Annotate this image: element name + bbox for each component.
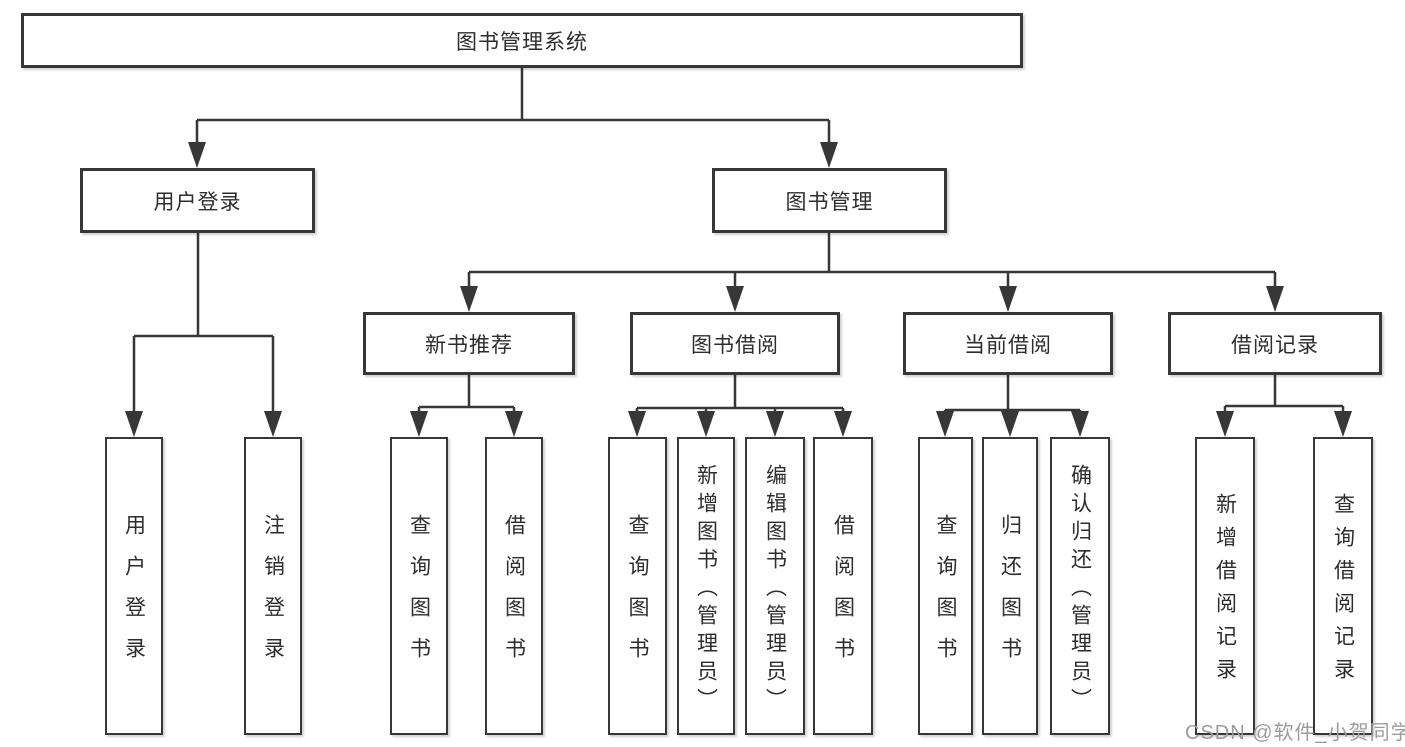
node-user-login: 用户登录 (80, 168, 315, 233)
node-label: 用户登录 (153, 190, 242, 214)
arrow-down-icon (125, 411, 143, 437)
node-label: 当前借阅 (964, 333, 1052, 357)
node-label: 查询借阅记录 (1331, 493, 1355, 691)
arrow-down-icon (820, 142, 838, 168)
arrow-down-icon (697, 411, 715, 437)
node-label: 归还图书 (998, 514, 1022, 678)
node-leaf-borrow-books-newbook: 借阅图书 (485, 437, 543, 735)
node-borrow-records: 借阅记录 (1168, 312, 1382, 375)
node-leaf-edit-books-admin: 编辑图书（管理员） (745, 437, 805, 735)
node-label: 图书借阅 (691, 333, 779, 357)
node-leaf-query-books-newbook: 查询图书 (390, 437, 448, 735)
arrow-down-icon (999, 286, 1017, 312)
node-leaf-user-login: 用户登录 (105, 437, 163, 735)
connector-book-mgmt-to-level3 (460, 233, 1284, 312)
node-current-borrowing: 当前借阅 (903, 312, 1113, 375)
node-leaf-borrow-books-borrowing: 借阅图书 (813, 437, 873, 735)
connector-current-children (936, 375, 1089, 437)
node-label: 图书管理系统 (456, 30, 588, 54)
arrow-down-icon (410, 411, 428, 437)
connector-root-to-level2 (188, 68, 838, 168)
node-label: 图书管理 (785, 190, 874, 214)
arrow-down-icon (188, 142, 206, 168)
node-label: 新增图书（管理员） (694, 463, 718, 716)
arrow-down-icon (936, 411, 954, 437)
node-new-book-recommend: 新书推荐 (363, 312, 575, 375)
connector-user-login-children (125, 233, 282, 437)
connector-records-children (1216, 375, 1352, 437)
arrow-down-icon (460, 286, 478, 312)
arrow-down-icon (1216, 411, 1234, 437)
arrow-down-icon (834, 411, 852, 437)
node-label: 新增借阅记录 (1213, 493, 1237, 691)
node-label: 新书推荐 (425, 333, 513, 357)
arrow-down-icon (726, 286, 744, 312)
node-root-library-system: 图书管理系统 (21, 13, 1023, 68)
arrow-down-icon (1266, 286, 1284, 312)
connector-newbook-children (410, 375, 523, 437)
csdn-watermark: CSDN @软件_小贺同学 (1185, 722, 1405, 744)
arrow-down-icon (766, 411, 784, 437)
node-leaf-add-borrow-record: 新增借阅记录 (1195, 437, 1255, 735)
arrow-down-icon (628, 411, 646, 437)
arrow-down-icon (264, 411, 282, 437)
node-label: 借阅图书 (502, 514, 526, 678)
node-label: 查询图书 (934, 514, 957, 678)
node-label: 查询图书 (626, 514, 649, 678)
node-leaf-query-books-current: 查询图书 (918, 437, 973, 735)
node-label: 借阅图书 (831, 514, 855, 678)
node-leaf-query-borrow-record: 查询借阅记录 (1313, 437, 1373, 735)
node-label: 编辑图书（管理员） (763, 463, 787, 716)
node-leaf-confirm-return-admin: 确认归还（管理员） (1050, 437, 1110, 735)
node-label: 借阅记录 (1231, 333, 1319, 357)
node-leaf-add-books-admin: 新增图书（管理员） (677, 437, 735, 735)
node-book-borrowing: 图书借阅 (630, 312, 840, 375)
arrow-down-icon (1071, 411, 1089, 437)
connector-borrowing-children (628, 375, 852, 437)
node-label: 注销登录 (261, 514, 285, 678)
arrow-down-icon (1001, 411, 1019, 437)
node-book-management: 图书管理 (712, 168, 947, 233)
arrow-down-icon (505, 411, 523, 437)
arrow-down-icon (1334, 411, 1352, 437)
node-leaf-return-books: 归还图书 (982, 437, 1038, 735)
node-leaf-query-books-borrowing: 查询图书 (608, 437, 667, 735)
node-label: 用户登录 (122, 514, 146, 678)
node-label: 确认归还（管理员） (1068, 463, 1092, 716)
node-label: 查询图书 (407, 514, 431, 678)
node-leaf-logout: 注销登录 (244, 437, 302, 735)
